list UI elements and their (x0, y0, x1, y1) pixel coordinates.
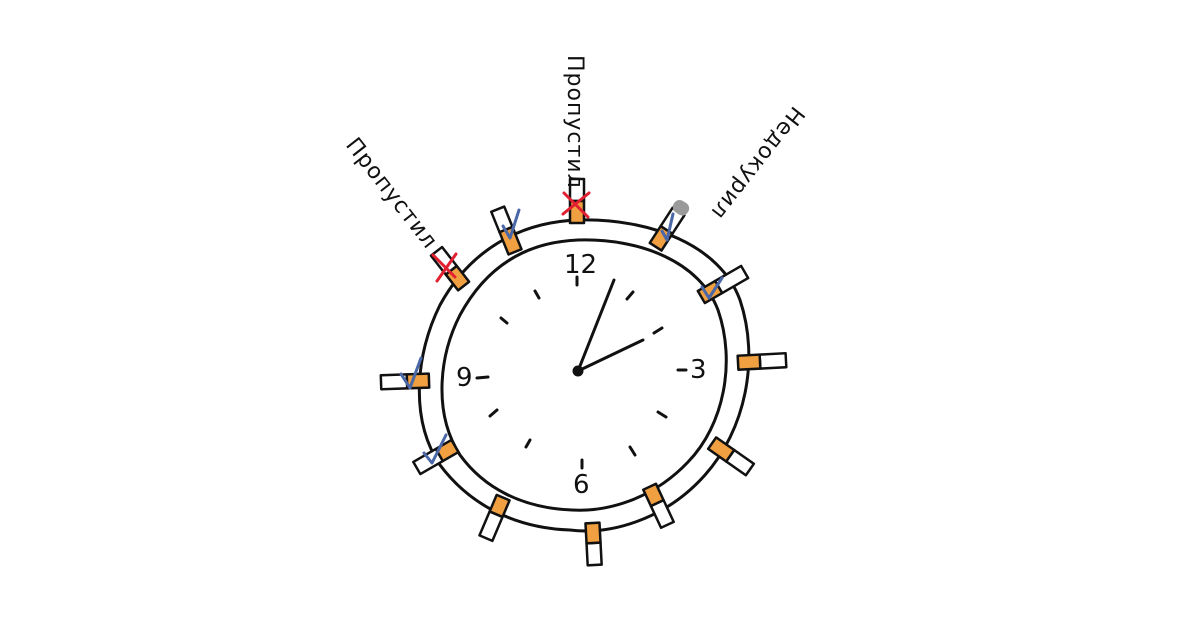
clock-rim (417, 218, 751, 533)
clock-rim-outer (417, 218, 751, 533)
label-skipped-top: Пропустил (562, 55, 587, 189)
cigarette-5 (642, 482, 675, 530)
label-skipped-left: Пропустил (340, 133, 442, 254)
tick-8 (488, 408, 499, 418)
tick-5 (628, 445, 637, 457)
cigarette-4-filter (706, 436, 736, 463)
cross-marks (431, 191, 591, 283)
check-marks (399, 208, 724, 465)
cigarette-1-ash (672, 199, 690, 216)
cigarette-7 (478, 493, 511, 543)
cigarette-7-filter (488, 493, 511, 519)
tick-9 (475, 375, 490, 380)
cigarette-5-filter (642, 482, 665, 508)
cigarette-3-body (758, 351, 788, 370)
tick-11 (533, 289, 541, 300)
label-unfinished: Недокурил (705, 101, 809, 224)
clock-center (572, 365, 584, 377)
cigarette-3-filter (736, 353, 762, 371)
tick-1 (625, 290, 635, 301)
numeral-12: 12 (564, 250, 597, 280)
numeral-6: 6 (573, 470, 590, 500)
clock-hands (572, 278, 645, 377)
cross-mark-icon (431, 252, 458, 283)
check-mark-icon (501, 208, 521, 240)
hour-ticks (475, 275, 688, 470)
cigarette-6-filter (584, 521, 602, 545)
tick-2 (652, 326, 664, 335)
tick-4 (656, 410, 668, 419)
cigarette-8-filter (434, 438, 460, 463)
hour-hand (576, 278, 616, 373)
cigarette-1-filter (648, 224, 674, 252)
cigarette-10 (429, 245, 471, 292)
check-mark-icon (700, 276, 724, 300)
cross-mark-icon (561, 191, 591, 219)
check-mark-icon (399, 356, 423, 390)
cigarette-6 (584, 521, 603, 567)
cigarette-6-body (585, 541, 603, 567)
clock-rim-inner (440, 238, 728, 512)
check-mark-icon (660, 212, 675, 242)
numeral-3: 3 (690, 355, 707, 385)
cigarette-4 (706, 436, 756, 477)
tick-7 (524, 438, 532, 449)
check-mark-icon (422, 433, 448, 465)
cigarettes (379, 177, 788, 567)
numeral-9: 9 (456, 363, 473, 393)
minute-hand (576, 338, 645, 373)
cigarette-3 (736, 351, 788, 371)
tick-10 (499, 316, 509, 325)
